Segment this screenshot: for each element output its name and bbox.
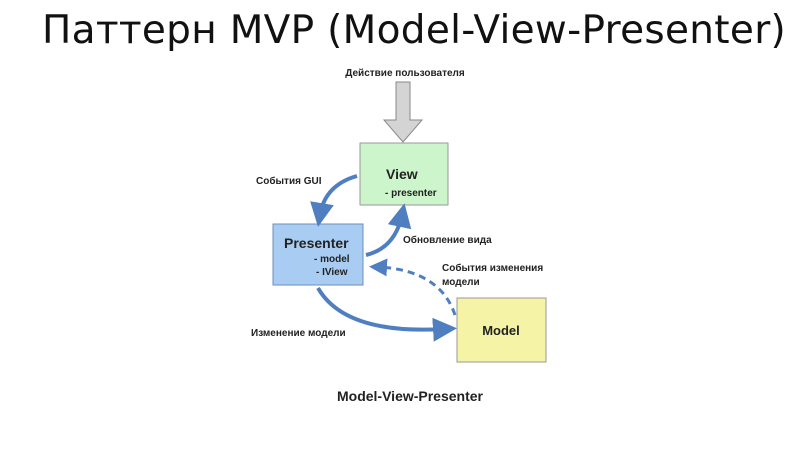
model-events-label: модели: [442, 277, 480, 288]
gui-events-arrow: [310, 174, 358, 227]
view-update-arrow: [365, 203, 412, 257]
presenter-field: - IView: [316, 267, 348, 278]
view-title: View: [386, 166, 418, 182]
model-change-arrow: [316, 286, 457, 342]
view-update-label: Обновление вида: [403, 234, 492, 246]
model-box: [456, 297, 547, 363]
gui-events-label: События GUI: [256, 175, 322, 187]
user-action-label: Действие пользователя: [345, 68, 465, 79]
view-field: - presenter: [385, 188, 437, 199]
presenter-field: - model: [314, 254, 350, 265]
model-change-label: Изменение модели: [251, 328, 346, 339]
slide-title: Паттерн MVP (Model-View-Presenter): [42, 8, 787, 53]
presenter-title: Presenter: [284, 235, 349, 251]
diagram-caption: Model-View-Presenter: [337, 388, 484, 404]
model-events-label: События изменения: [442, 262, 543, 274]
model-events-arrow: [369, 258, 457, 316]
user-action-arrow: [382, 81, 424, 143]
model-title: Model: [482, 323, 520, 338]
view-box: [359, 142, 449, 206]
